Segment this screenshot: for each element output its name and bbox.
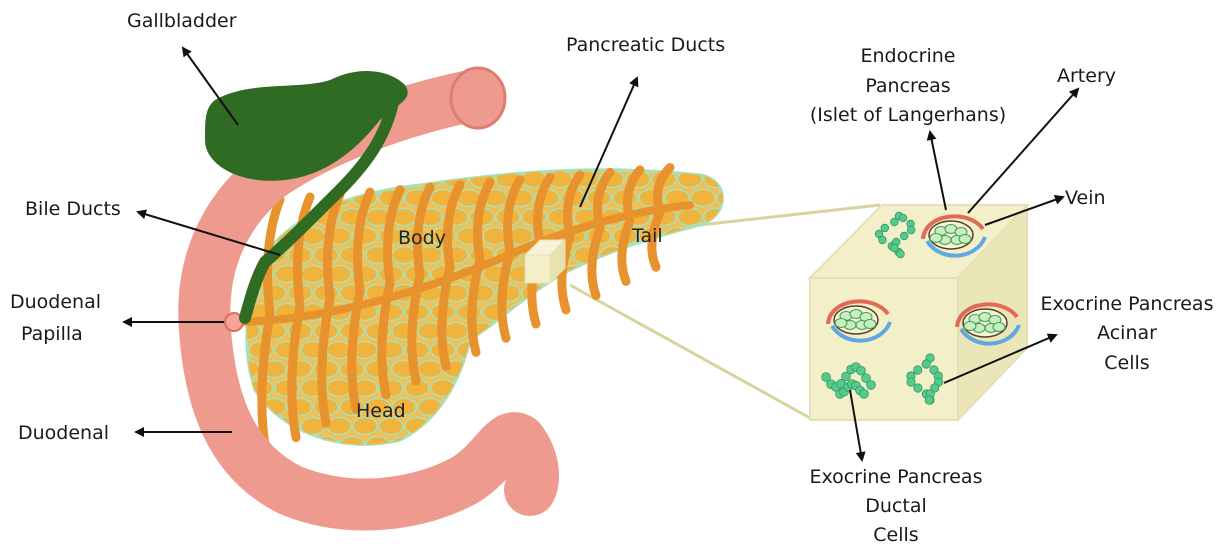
label-endocrine-1: Endocrine xyxy=(861,44,956,68)
label-vein: Vein xyxy=(1065,186,1106,210)
label-endocrine-2: Pancreas xyxy=(865,74,950,98)
label-exocrine-acinar-1: Exocrine Pancreas xyxy=(1041,292,1214,316)
label-pancreatic-ducts: Pancreatic Ducts xyxy=(566,33,725,57)
arrow-endocrine xyxy=(930,132,946,210)
label-exocrine-ductal-1: Exocrine Pancreas xyxy=(810,465,983,489)
label-gallbladder: Gallbladder xyxy=(127,9,237,33)
label-body: Body xyxy=(398,227,446,249)
label-endocrine-3: (Islet of Langerhans) xyxy=(810,103,1006,127)
label-exocrine-acinar-3: Cells xyxy=(1104,351,1149,375)
label-tail: Tail xyxy=(632,225,663,247)
label-artery: Artery xyxy=(1057,64,1116,88)
label-exocrine-ductal-2: Ductal xyxy=(865,494,927,518)
pancreas xyxy=(223,152,741,454)
label-head: Head xyxy=(356,400,406,422)
magnified-tissue-cube xyxy=(810,205,1027,420)
label-exocrine-ductal-3: Cells xyxy=(873,523,918,547)
label-duodenal: Duodenal xyxy=(18,421,109,445)
label-bile-ducts: Bile Ducts xyxy=(25,197,121,221)
label-exocrine-acinar-2: Acinar xyxy=(1097,321,1157,345)
label-duodenal-papilla-1: Duodenal xyxy=(10,290,101,314)
label-duodenal-papilla-2: Papilla xyxy=(21,322,83,346)
